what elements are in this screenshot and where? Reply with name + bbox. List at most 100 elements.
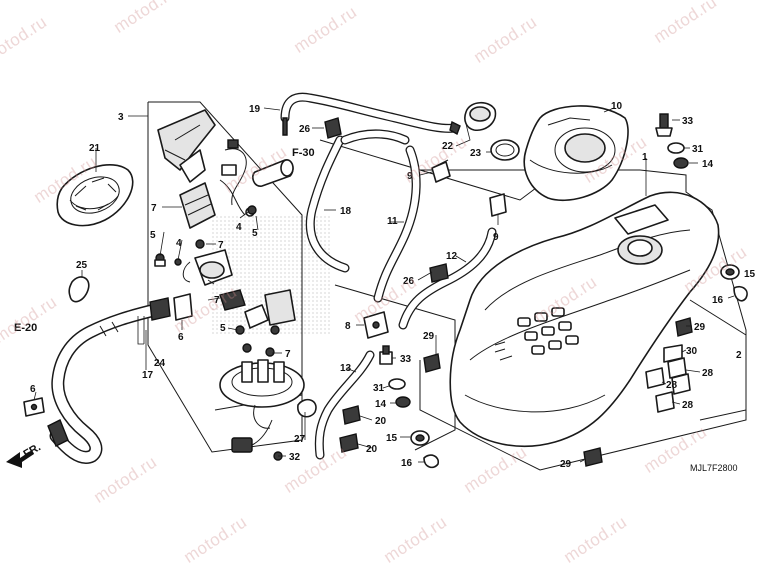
breather-hose-19: [280, 92, 461, 136]
callout-5-a: 5: [150, 230, 156, 241]
bolt-16-bottom: [423, 454, 440, 469]
ref-f30: F-30: [292, 147, 315, 159]
tank-line-2: [689, 299, 747, 421]
callout-11: 11: [387, 216, 398, 227]
callout-28-b: 28: [702, 368, 714, 379]
fuel-pump-group-outline: [147, 101, 303, 453]
callout-3: 3: [118, 112, 124, 123]
grommet-14-right: [673, 157, 689, 169]
callout-25: 25: [76, 260, 88, 271]
callout-28-a: 28: [666, 380, 678, 391]
callout-22: 22: [442, 141, 454, 152]
joint-9-left: [431, 159, 451, 183]
grommet-15-right: [720, 264, 740, 280]
callout-21: 21: [89, 143, 101, 154]
hose-11: [373, 145, 421, 303]
callout-29-b: 29: [694, 322, 706, 333]
callout-5-b: 5: [252, 228, 258, 239]
callout-7-d: 7: [285, 349, 291, 360]
callout-2: 2: [736, 350, 742, 361]
callout-13: 13: [340, 363, 352, 374]
callout-24: 24: [154, 358, 166, 369]
callout-32: 32: [289, 452, 301, 463]
pump-nuts: [195, 239, 283, 461]
pump-regulator: [219, 289, 296, 335]
callout-8: 8: [345, 321, 351, 332]
fr-arrow: [6, 450, 34, 468]
bolt-4: [247, 205, 257, 215]
collar-31-right: [667, 142, 685, 154]
gasket-23: [490, 139, 520, 161]
callout-7-a: 7: [151, 203, 157, 214]
callout-16-a: 16: [401, 458, 413, 469]
collar-31-center: [388, 378, 406, 390]
pump-base-assembly: [219, 359, 305, 429]
callout-7-b: 7: [218, 240, 224, 251]
callout-23: 23: [470, 148, 482, 159]
leader-lines: [33, 107, 735, 463]
callout-27: 27: [294, 434, 306, 445]
clamps-20: [339, 405, 361, 453]
joint-9-right: [489, 193, 507, 217]
callout-5-c: 5: [220, 323, 226, 334]
fuel-tank-1: [449, 191, 720, 448]
callout-4-a: 4: [176, 238, 182, 249]
callout-17: 17: [142, 370, 154, 381]
callout-6-b: 6: [178, 332, 184, 343]
callout-28-c: 28: [682, 400, 694, 411]
callout-26-b: 26: [403, 276, 415, 287]
callout-20-b: 20: [366, 444, 378, 455]
callout-33-b: 33: [682, 116, 694, 127]
bolt-16-right: [733, 285, 748, 302]
grommet-14-center: [395, 396, 411, 408]
grommet-15-center: [410, 430, 430, 446]
clamp-26-mid: [429, 263, 449, 283]
hose-12: [398, 227, 497, 330]
callout-26-a: 26: [299, 124, 311, 135]
ref-fr: FR.: [22, 441, 43, 460]
diagram-code: MJL7F2800: [690, 463, 738, 473]
callout-1: 1: [642, 152, 648, 163]
clip-29-bottom: [583, 447, 603, 467]
callout-9-b: 9: [493, 232, 499, 243]
callout-15-b: 15: [744, 269, 756, 280]
fuel-cap-22: [464, 101, 497, 132]
callout-18: 18: [340, 206, 352, 217]
bolt-33-right: [655, 113, 673, 137]
pump-motor: [182, 249, 233, 286]
callout-19: 19: [249, 104, 261, 115]
callout-31-b: 31: [692, 144, 704, 155]
hose-13: [314, 350, 375, 460]
tank-upper-liner-10: [523, 105, 629, 202]
pump-cover-bracket: [157, 109, 216, 183]
callout-14-b: 14: [702, 159, 714, 170]
callouts: 3 21 7 5 4 4 5 7 7 5 7 32 19 26 F-30 18 …: [14, 101, 756, 473]
callout-16-b: 16: [712, 295, 724, 306]
callout-29-a: 29: [423, 331, 435, 342]
clip-29-right: [675, 317, 693, 337]
clamp-27: [297, 398, 317, 418]
bracket-6-mid: [173, 293, 193, 321]
pads-28: [645, 357, 691, 413]
clamp-26-top: [324, 117, 342, 139]
bolt-33-center: [379, 345, 393, 365]
callout-31-a: 31: [373, 383, 385, 394]
callout-4-b: 4: [236, 222, 242, 233]
callout-33-a: 33: [400, 354, 412, 365]
three-way-joint-8: [363, 311, 389, 339]
callout-7-c: 7: [214, 295, 220, 306]
callout-15-a: 15: [386, 433, 398, 444]
fuel-filter-cylinder: [252, 159, 294, 187]
drain-hose-18: [305, 129, 410, 273]
callout-30: 30: [686, 346, 698, 357]
callout-6-a: 6: [30, 384, 36, 395]
callout-14-a: 14: [375, 399, 387, 410]
clip-25: [68, 276, 90, 303]
clip-29-left: [423, 353, 441, 373]
bracket-6-left: [23, 397, 45, 417]
guard-plate-21: [56, 164, 134, 227]
callout-29-c: 29: [560, 459, 572, 470]
pump-bracket-7: [179, 182, 216, 229]
callout-10: 10: [611, 101, 623, 112]
